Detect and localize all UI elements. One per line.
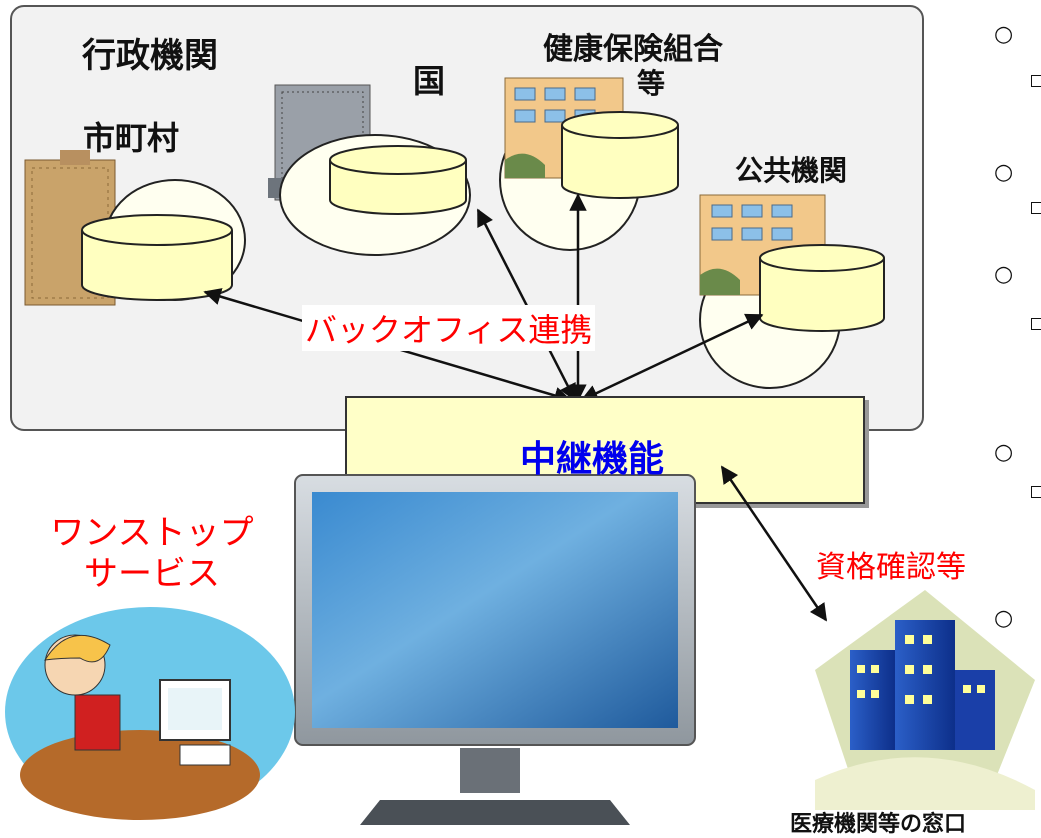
woman-at-computer-icon: [5, 607, 295, 820]
public-agency-label: 公共機関: [735, 154, 848, 187]
backoffice-label: バックオフィス連携: [302, 305, 596, 351]
backoffice-arrows: [203, 193, 764, 404]
insurer-label: 健康保険組合: [543, 32, 723, 67]
right-sub-box-1: [1031, 75, 1041, 87]
insurer-group: [499, 77, 679, 251]
right-bullet-2: ○: [994, 160, 1014, 185]
one-stop-line1: ワンストップ: [50, 513, 254, 553]
qualification-arrow: [720, 465, 828, 622]
right-bullet-5: ○: [994, 606, 1014, 631]
insurer-suffix-label: 等: [637, 67, 666, 100]
one-stop-label: ワンストップ サービス: [32, 513, 272, 595]
right-sub-box-2: [1031, 202, 1041, 214]
relay-function-label: 中継機能: [520, 439, 665, 480]
national-group: [268, 84, 471, 256]
municipality-database-icon: [81, 214, 233, 301]
right-bullet-1: ○: [994, 22, 1014, 47]
right-bullet-3: ○: [994, 262, 1014, 287]
panel-title: 行政機関: [82, 36, 218, 76]
medical-building-icon: [815, 590, 1035, 810]
one-stop-line2: サービス: [84, 553, 220, 594]
right-bullet-4: ○: [994, 440, 1014, 465]
right-sub-box-4: [1031, 486, 1041, 498]
medical-window-label: 医療機関等の窓口: [790, 812, 967, 837]
monitor-icon: [294, 474, 696, 825]
municipality-group: [24, 150, 246, 306]
insurer-database-icon: [561, 111, 679, 199]
arrow-to-public: [580, 313, 764, 402]
public-database-icon: [759, 244, 885, 332]
public-agency-group: [699, 194, 885, 389]
right-sub-box-3: [1031, 318, 1041, 330]
qualification-label: 資格確認等: [816, 550, 966, 585]
municipality-label: 市町村: [83, 119, 180, 157]
national-label: 国: [413, 62, 446, 100]
national-database-icon: [329, 145, 467, 215]
